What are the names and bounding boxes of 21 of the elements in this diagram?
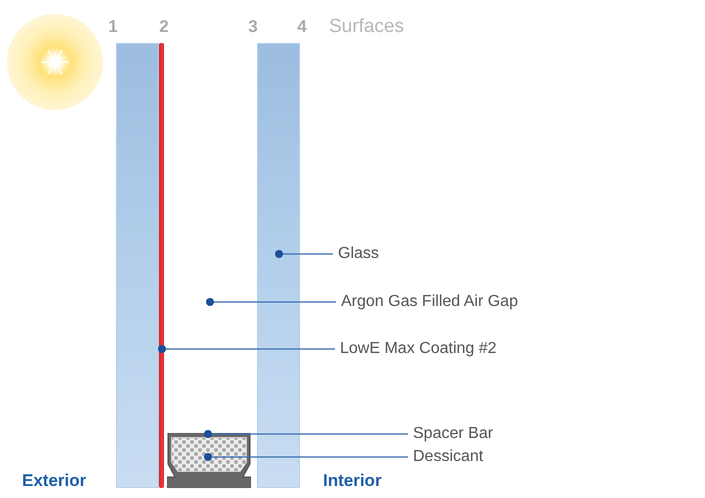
surface-number: 1	[108, 17, 118, 37]
spacer-bar	[167, 433, 251, 488]
part-label: LowE Max Coating #2	[335, 339, 497, 359]
surfaces-label: Surfaces	[329, 17, 404, 37]
part-label: Spacer Bar	[408, 424, 494, 444]
side-label: Interior	[323, 471, 382, 491]
side-label: Exterior	[22, 471, 86, 491]
part-label: Glass	[333, 244, 379, 264]
leader-line	[206, 298, 336, 306]
glass-pane	[116, 43, 159, 488]
leader-line	[204, 430, 408, 438]
coating-strip	[159, 43, 164, 488]
glass-pane	[257, 43, 300, 488]
part-label: Dessicant	[408, 447, 484, 467]
leader-line	[158, 345, 335, 353]
desiccant-fill	[171, 437, 247, 472]
part-label: Argon Gas Filled Air Gap	[336, 292, 518, 312]
surface-number: 3	[248, 17, 258, 37]
surface-number: 4	[297, 17, 307, 37]
leader-line	[204, 453, 408, 461]
surface-number: 2	[159, 17, 169, 37]
